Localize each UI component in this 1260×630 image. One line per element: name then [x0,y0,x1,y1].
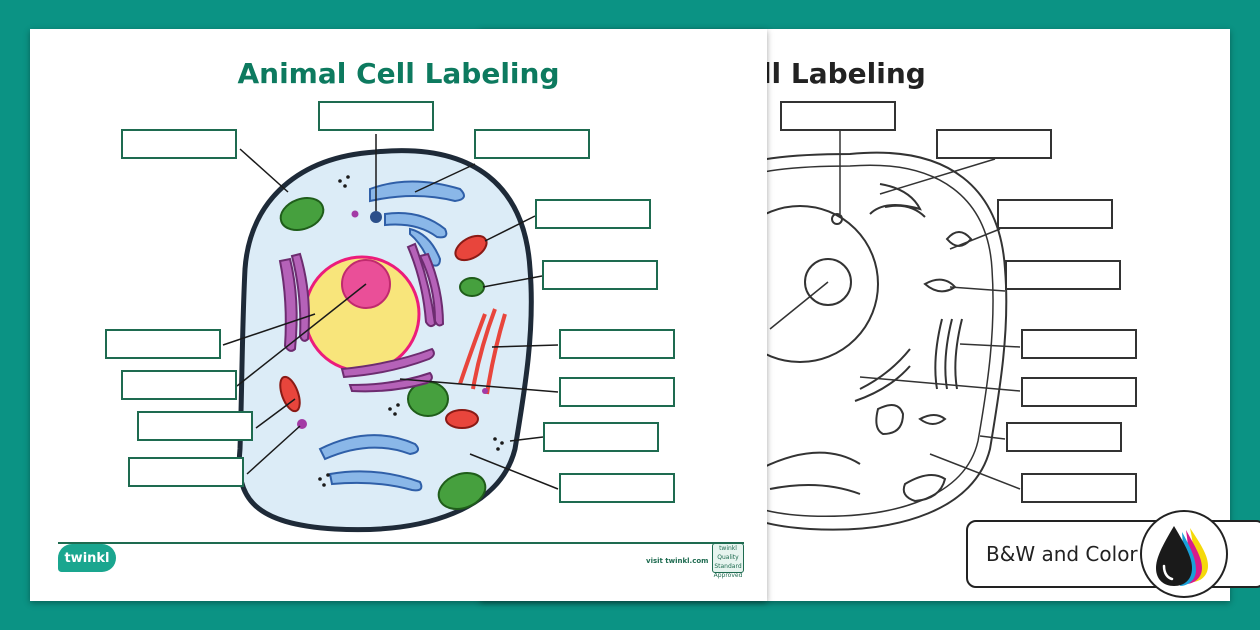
label-box-vacuole[interactable] [542,260,658,290]
label-box-cell-membrane[interactable] [121,129,237,159]
footer-divider [58,542,744,544]
quality-badge: twinkl Quality Standard Approved [712,543,744,579]
label-box-rough-er-right[interactable] [559,377,675,407]
color-cell-diagram [222,134,559,533]
label-box-nucleus[interactable] [105,329,221,359]
label-box-mitochondrion[interactable] [535,199,651,229]
visit-link-text: visit twinkl.com [646,557,709,565]
bw-label-box-7[interactable] [1006,422,1122,452]
worksheet-title: Animal Cell Labeling [237,57,560,90]
bw-label-box-2[interactable] [936,129,1052,159]
label-box-golgi[interactable] [474,129,590,159]
label-box-rough-er[interactable] [137,411,253,441]
ink-drops-icon [1140,510,1228,598]
bw-label-box-5[interactable] [1021,329,1137,359]
label-box-cytoplasm[interactable] [559,473,675,503]
label-box-nucleolus[interactable] [121,370,237,400]
variant-label: B&W and Color [986,542,1138,566]
bw-label-box-8[interactable] [1021,473,1137,503]
bw-label-box-1[interactable] [780,101,896,131]
bw-label-box-4[interactable] [1005,260,1121,290]
color-worksheet: Animal Cell Labeling [30,29,767,601]
bw-label-box-3[interactable] [997,199,1113,229]
label-box-smooth-er[interactable] [559,329,675,359]
twinkl-logo: twinkl [58,544,116,572]
label-box-lysosome[interactable] [128,457,244,487]
bw-label-box-6[interactable] [1021,377,1137,407]
label-box-centrosome[interactable] [318,101,434,131]
bw-cell-diagram [704,129,1021,531]
label-box-ribosomes[interactable] [543,422,659,452]
